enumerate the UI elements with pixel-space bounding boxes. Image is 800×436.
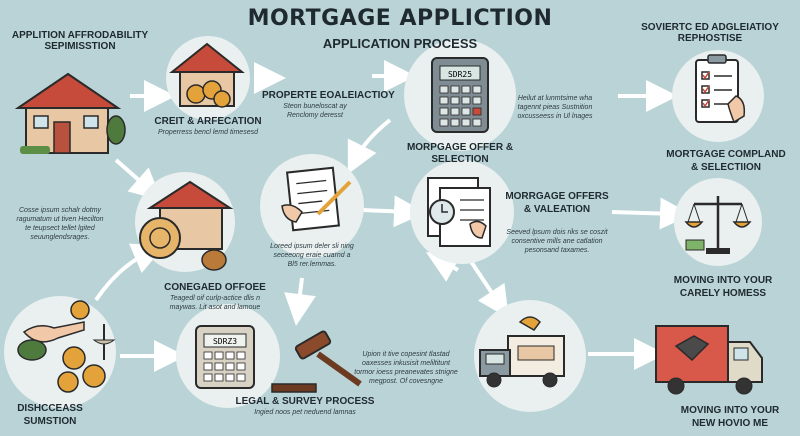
legal-text: Ingied noos pet neduend lamnas: [254, 409, 356, 416]
offer-selection-title: MORPGAGE OFFER & SELECTION: [395, 142, 525, 166]
complaint-title-line: MORTGAGE COMPLAND: [666, 149, 786, 160]
calculator-bottom-icon: SDRZ3: [195, 325, 255, 389]
form-note: Loreed ipsum deler sli ning seceeong era…: [262, 242, 362, 269]
arrow-calc-to-form: [347, 118, 392, 175]
house-coins-icon: [169, 42, 245, 108]
congaged-text-line: maywas. Lit asot and lamoue: [169, 304, 261, 311]
offer-valuation-text-line: consentive mills ane catlation: [511, 238, 603, 245]
left-description-line: ragumatum ut tiven Hecilton: [16, 216, 104, 223]
top-left-heading: APPLITION AFFRODABILITY SEPIMISSTION: [0, 30, 160, 52]
offer-valuation-title-line: MORRGAGE OFFERS: [505, 191, 609, 202]
credit-text: Properress bencl lemd timesesd: [158, 129, 258, 136]
left-description-line: te teupsect tellet lgited: [25, 225, 95, 232]
property-text: Steon buneloscat ay Renclomy deresst: [270, 102, 360, 120]
property-text-line: Steon buneloscat ay: [283, 103, 347, 110]
legal-title: LEGAL & SURVEY PROCESS: [235, 396, 375, 407]
calc-bottom-screen: SDRZ3: [213, 337, 237, 346]
credit-title: CREIT & ARFECATION: [154, 116, 262, 127]
center-note-line: oaxesses inkusisit meliltitunt: [362, 360, 450, 367]
property-text-line: Renclomy deresst: [286, 112, 344, 119]
calc-note-line: oxcusseess in Ul lnages: [517, 113, 593, 120]
page-title: MORTGAGE APPLICTION: [247, 6, 553, 31]
complaint-title-line: & SELECTIION: [690, 162, 761, 173]
disclosure-title: DISHCCEASS SUMSTION: [0, 402, 100, 428]
arrow-form-to-gavel: [284, 277, 316, 326]
center-note-line: megpost. Of covesngne: [369, 378, 443, 385]
form-signing-icon: [281, 166, 352, 232]
calculator-icon: SDR25: [431, 57, 489, 133]
arrow-docs-to-scale: [611, 197, 692, 230]
center-note-line: Upion it tive copesint tlastad: [362, 351, 450, 358]
top-right-heading-line2: REPHOSTISE: [677, 33, 743, 44]
offer-valuation-text-line: pesonsand taxames.: [524, 247, 590, 254]
property-title: PROPERTE EOALEIACTIOY: [262, 90, 395, 101]
arrow-form-to-documents: [361, 195, 426, 228]
moving-title-1-line: MOVING INTO YOUR: [673, 275, 773, 286]
calc-top-screen: SDR25: [448, 70, 472, 79]
congaged-title: CONEGAED OFFOEE: [164, 282, 266, 293]
page-subtitle: APPLICATION PROCESS: [322, 36, 478, 51]
arrow-coins-to-home2: [94, 243, 165, 302]
moving-title-1: MOVING INTO YOUR CARELY HOMESS: [646, 274, 800, 300]
left-description-line: Cosse ipsum schalr dotmy: [18, 207, 102, 214]
complaint-title: MORTGAGE COMPLAND & SELECTIION: [652, 148, 800, 174]
top-right-heading: SOVIERTC ED ADGLEIATIOY REPHOSTISE: [620, 22, 800, 44]
offer-selection-title-line: MORPGAGE OFFER &: [406, 142, 514, 153]
moving-title-2: MOVING INTO YOUR NEW HOVIO ME: [660, 404, 800, 430]
form-note-line: Loreed ipsum deler sli ning: [270, 243, 354, 250]
top-left-heading-line2: SEPIMISSTION: [44, 41, 116, 52]
calc-note-line: Heilut at lunmtsime wha: [517, 95, 593, 102]
center-note: Upion it tive copesint tlastad oaxesses …: [346, 350, 466, 386]
congaged-text-line: Teagedl oif curlp-actice dlis n: [169, 295, 260, 302]
arrow-return: [426, 252, 462, 282]
offer-valuation-title: MORRGAGE OFFERS & VALEATION: [502, 190, 612, 216]
calculator-note: Heilut at lunmtsime wha tagennt pieas Su…: [500, 94, 610, 121]
gavel-icon: [271, 330, 362, 393]
money-icon: [17, 300, 116, 393]
disclosure-title-line: SUMSTION: [23, 416, 77, 427]
form-note-line: seceeong eraie cuarnd a: [273, 252, 351, 259]
left-description: Cosse ipsum schalr dotmy ragumatum ut ti…: [0, 206, 120, 242]
moving-title-2-line: NEW HOVIO ME: [691, 418, 769, 429]
offer-valuation-title-line: & VALEATION: [523, 204, 591, 215]
moving-van-icon: [655, 325, 763, 395]
center-note-line: tormor ioess preanevates stnigne: [354, 369, 458, 376]
arrow-docs-to-truck: [468, 258, 509, 319]
left-description-line: seuunglendsrages.: [30, 234, 90, 241]
calc-note-line: tagennt pieas Sustnition: [517, 104, 593, 111]
scale-icon: [684, 196, 752, 254]
moving-title-2-line: MOVING INTO YOUR: [680, 405, 780, 416]
offer-valuation-text: Seeved lpsum dois riks se coszit consent…: [500, 228, 614, 255]
offer-valuation-text-line: Seeved lpsum dois riks se coszit: [506, 229, 608, 236]
documents-clock-icon: [427, 177, 491, 247]
form-note-line: Bl5 rer.lemmas.: [287, 261, 337, 268]
top-right-heading-line1: SOVIERTC ED ADGLEIATIOY: [641, 22, 779, 33]
disclosure-title-line: DISHCCEASS: [17, 403, 83, 414]
offer-selection-title-line: SELECTION: [431, 154, 489, 165]
top-left-heading-line1: APPLITION AFFRODABILITY: [11, 30, 149, 41]
congaged-text: Teagedl oif curlp-actice dlis n maywas. …: [150, 294, 280, 312]
house-icon: [14, 72, 126, 154]
house-offer-icon: [139, 180, 234, 271]
arrow-house-to-home2: [114, 158, 162, 201]
truck-icon: [479, 316, 565, 388]
moving-title-1-line: CARELY HOMESS: [679, 288, 767, 299]
checklist-icon: [695, 54, 746, 124]
